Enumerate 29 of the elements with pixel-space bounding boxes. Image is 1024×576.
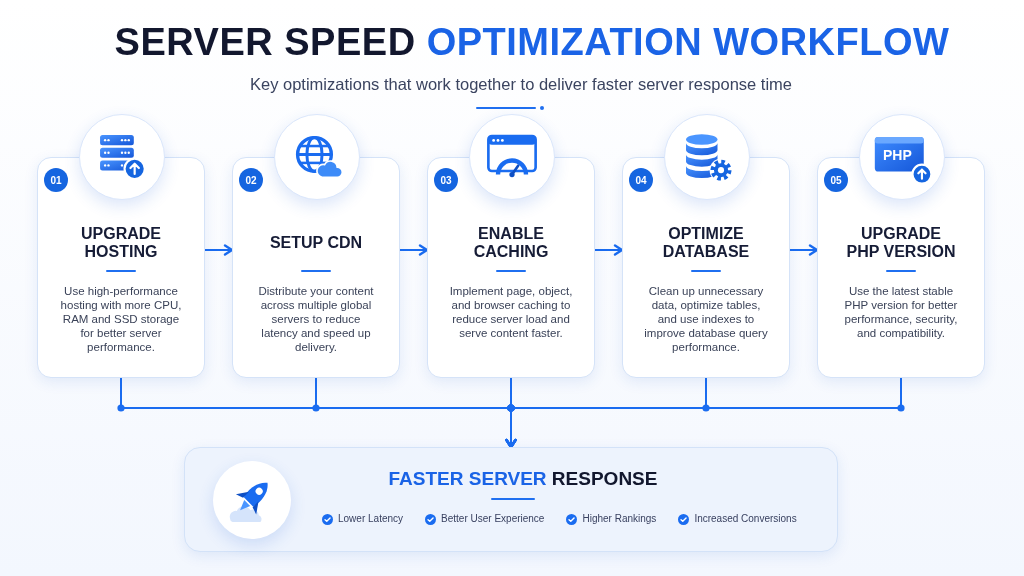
benefit-text: Better User Experience	[441, 512, 545, 526]
benefit-text: Increased Conversions	[694, 512, 797, 526]
flow-arrow	[594, 244, 624, 256]
step-description: Use the latest stable PHP version for better performance, security, and compatibility.	[843, 284, 959, 340]
subtitle: Key optimizations that work together to deliver faster server response time	[250, 74, 792, 95]
step-title: OPTIMIZE DATABASE	[661, 225, 751, 261]
step-number: 01	[44, 168, 68, 192]
flow-arrow	[789, 244, 819, 256]
step-description: Implement page, object, and browser caching to reduce server load and serve content faster.	[448, 284, 574, 340]
icon-text: PHP	[883, 147, 912, 164]
step-number: 04	[629, 168, 653, 192]
step-title: SETUP CDN	[269, 234, 363, 252]
step-title: ENABLE CACHING	[472, 225, 550, 261]
benefit-text: Lower Latency	[338, 512, 404, 526]
step-title: UPGRADE HOSTING	[80, 225, 162, 261]
step-number: 05	[824, 168, 848, 192]
title: SERVER SPEED OPTIMIZATION WORKFLOW	[114, 20, 950, 65]
step-title: UPGRADE PHP VERSION	[845, 225, 957, 261]
benefit-text: Higher Rankings	[582, 512, 657, 526]
flow-arrow	[399, 244, 429, 256]
flow-arrow	[204, 244, 234, 256]
result-panel	[184, 447, 838, 552]
step-description: Clean up unnecessary data, optimize tables, and use indexes to improve database query performance.	[643, 284, 769, 354]
step-description: Distribute your content across multiple global servers to reduce latency and speed up delivery.	[257, 284, 375, 354]
step-number: 02	[239, 168, 263, 192]
merge-arrow	[505, 377, 905, 448]
step-description: Use high-performance hosting with more CPU, RAM and SSD storage for better server performance.	[59, 284, 183, 354]
step-number: 03	[434, 168, 458, 192]
result-title: FASTER SERVER RESPONSE	[388, 467, 658, 491]
